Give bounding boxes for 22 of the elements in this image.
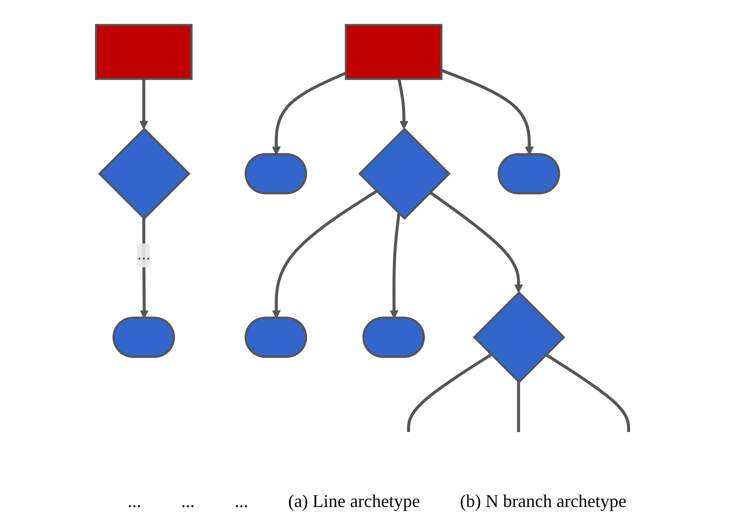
note-text: ... bbox=[234, 491, 248, 512]
connector bbox=[544, 353, 630, 432]
arrow bbox=[139, 78, 148, 130]
node-diamond bbox=[472, 291, 565, 384]
connector bbox=[516, 382, 520, 432]
node-diamond bbox=[98, 128, 190, 220]
arrow bbox=[440, 68, 534, 156]
arrow bbox=[389, 213, 400, 319]
arrow bbox=[272, 72, 346, 156]
edge-label: ... bbox=[136, 246, 150, 264]
note-text: ... bbox=[181, 491, 195, 512]
note-text: ... bbox=[128, 491, 142, 512]
note-text: (a) Line archetype bbox=[288, 491, 420, 512]
arrow bbox=[140, 218, 148, 319]
node-box bbox=[94, 24, 192, 80]
note-text: (b) N branch archetype bbox=[460, 491, 626, 512]
arrow bbox=[397, 78, 408, 130]
arrow bbox=[428, 191, 523, 293]
node-diamond bbox=[358, 128, 450, 220]
arrow bbox=[272, 190, 378, 319]
node-box bbox=[344, 24, 442, 80]
connector bbox=[406, 353, 492, 432]
